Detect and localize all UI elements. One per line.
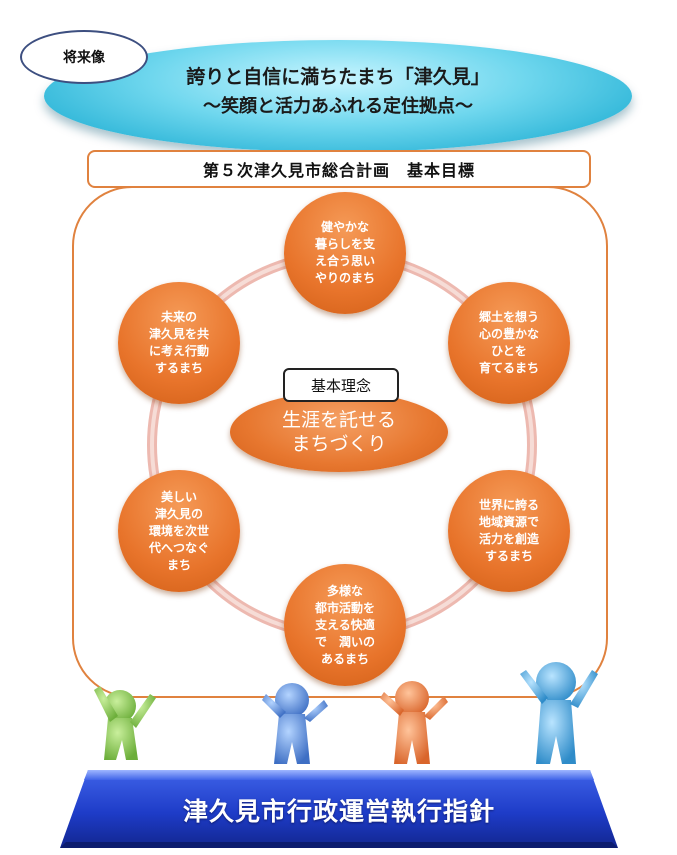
goal-circle-collaboration: 未来の 津久見を共 に考え行動 するまち	[118, 282, 240, 404]
goal-circle-environment: 美しい 津久見の 環境を次世 代へつなぐ まち	[118, 470, 240, 592]
goal-circle-industry: 世界に誇る 地域資源で 活力を創造 するまち	[448, 470, 570, 592]
vision-title: 誇りと自信に満ちたまち「津久見」	[186, 66, 490, 88]
goal-circle-education: 郷土を想う 心の豊かな ひとを 育てるまち	[448, 282, 570, 404]
philosophy-line2: まちづくり	[291, 433, 387, 455]
figure-sky	[520, 662, 598, 764]
philosophy-line1: 生涯を託せる	[281, 409, 396, 431]
goal-circle-urban: 多様な 都市活動を 支える快適 で 潤いの あるまち	[284, 564, 406, 686]
philosophy-label: 基本理念	[283, 368, 399, 402]
figure-blue	[262, 683, 328, 764]
figure-green	[94, 686, 156, 760]
philosophy-ellipse: 生涯を託せる まちづくり	[230, 392, 448, 472]
guideline-banner	[60, 770, 618, 848]
plan-title: 第５次津久見市総合計画 基本目標	[87, 150, 591, 188]
guideline-title: 津久見市行政運営執行指針	[182, 797, 495, 826]
vision-subtitle: ～笑顔と活力あふれる定住拠点～	[203, 96, 473, 117]
vision-tag: 将来像	[20, 30, 148, 84]
figure-orange	[380, 681, 448, 764]
goal-circle-health: 健やかな 暮らしを支 え合う思い やりのまち	[284, 192, 406, 314]
